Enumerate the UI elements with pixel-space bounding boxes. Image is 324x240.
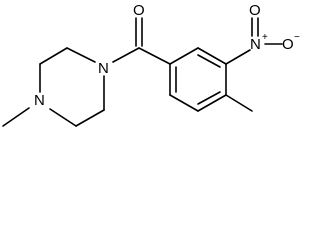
atom-o-carbonyl: O [133,2,145,19]
charge-nitro-o: − [294,32,300,43]
bond-c3-c4 [75,109,105,127]
bond-carbonyl-ring [138,47,171,65]
atom-n-nitro: N [250,36,261,53]
bond-n1-carbonyl [112,47,140,63]
bond-ring-b [197,47,227,65]
atom-n-piperazine-amide: N [98,60,109,77]
atom-o-nitro-double: O [249,2,261,19]
bond-c1-c2 [39,47,68,65]
bond-ring-methyl [225,94,253,112]
charge-nitro-n: + [262,32,268,43]
structure-canvas: N N O N + O − O [2,2,300,127]
molecule-drawing: N N O N + O − O [2,2,300,127]
bond-c4-n4 [49,108,77,127]
bond-ring-a [169,47,199,65]
atom-o-nitro-single: O [282,36,294,53]
bond-ring-d [197,94,227,112]
bond-ring-inner-1 [197,54,221,68]
bond-c2-n1 [66,47,96,63]
bond-ring-inner-2 [197,91,221,105]
bond-ring-e [169,94,199,112]
bond-methyl-n4 [2,107,30,127]
atom-n-piperazine-methyl: N [34,92,45,109]
bond-ring-nitro [225,49,251,65]
